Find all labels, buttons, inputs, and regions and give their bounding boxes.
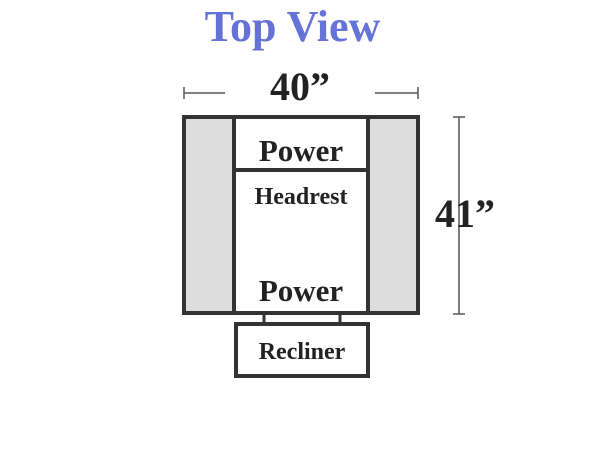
headrest-label: Headrest bbox=[254, 184, 348, 210]
right-armrest bbox=[369, 119, 416, 311]
height-dimension-label: 41” bbox=[435, 191, 495, 236]
power-headrest-label: Power bbox=[258, 133, 344, 168]
left-armrest bbox=[186, 119, 233, 311]
recliner-label: Recliner bbox=[258, 339, 346, 365]
recliner-footrest bbox=[234, 322, 370, 378]
width-dimension-label: 40” bbox=[225, 63, 375, 111]
power-seat-label: Power bbox=[258, 273, 344, 308]
page-title: Top View bbox=[204, 2, 381, 51]
